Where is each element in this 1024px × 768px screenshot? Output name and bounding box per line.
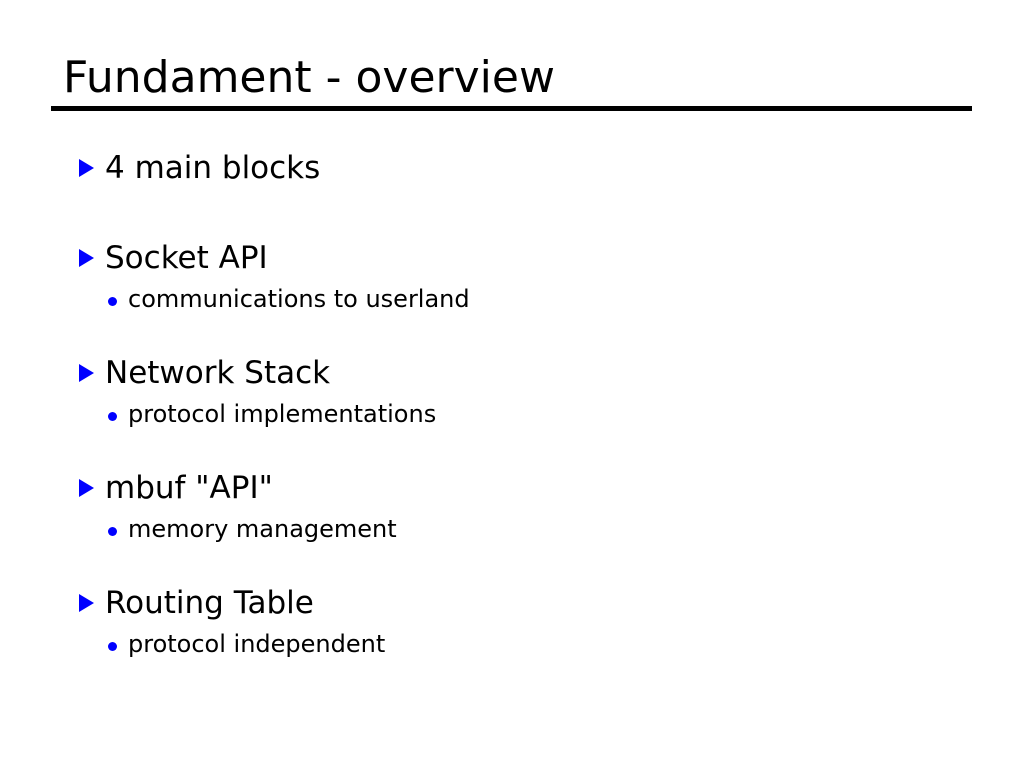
dot-icon: [108, 297, 117, 306]
slide-header: Fundament - overview: [51, 52, 972, 111]
triangle-right-icon: [78, 594, 96, 612]
spacer: [78, 434, 978, 468]
dot-icon: [108, 412, 117, 421]
sub-list-item: communications to userland: [108, 283, 978, 319]
title-divider: [51, 106, 972, 111]
bullet-label: Routing Table: [105, 585, 314, 621]
dot-icon: [108, 642, 117, 651]
triangle-right-icon: [78, 249, 96, 267]
dot-icon: [108, 527, 117, 536]
bullet-label: Socket API: [105, 240, 268, 276]
bullet-group: Network Stack protocol implementations: [78, 353, 978, 434]
list-item: Network Stack: [78, 353, 978, 395]
bullet-group: mbuf "API" memory management: [78, 468, 978, 549]
triangle-right-icon: [78, 479, 96, 497]
bullet-list: 4 main blocks Socket API communications …: [78, 148, 978, 664]
spacer: [78, 190, 978, 238]
bullet-label: mbuf "API": [105, 470, 273, 506]
bullet-label: Network Stack: [105, 355, 331, 391]
bullet-group: Routing Table protocol independent: [78, 583, 978, 664]
sub-bullet-label: protocol implementations: [128, 400, 437, 428]
triangle-right-icon: [78, 364, 96, 382]
bullet-label: 4 main blocks: [105, 150, 321, 186]
sub-bullet-label: communications to userland: [128, 285, 470, 313]
sub-bullet-label: protocol independent: [128, 630, 386, 658]
bullet-group: Socket API communications to userland: [78, 238, 978, 319]
spacer: [78, 549, 978, 583]
spacer: [78, 319, 978, 353]
sub-list-item: memory management: [108, 513, 978, 549]
sub-list-item: protocol implementations: [108, 398, 978, 434]
list-item: Socket API: [78, 238, 978, 280]
list-item: Routing Table: [78, 583, 978, 625]
page-title: Fundament - overview: [63, 52, 555, 103]
triangle-right-icon: [78, 159, 96, 177]
bullet-group: 4 main blocks: [78, 148, 978, 190]
sub-list-item: protocol independent: [108, 628, 978, 664]
list-item: mbuf "API": [78, 468, 978, 510]
list-item: 4 main blocks: [78, 148, 978, 190]
sub-bullet-label: memory management: [128, 515, 397, 543]
